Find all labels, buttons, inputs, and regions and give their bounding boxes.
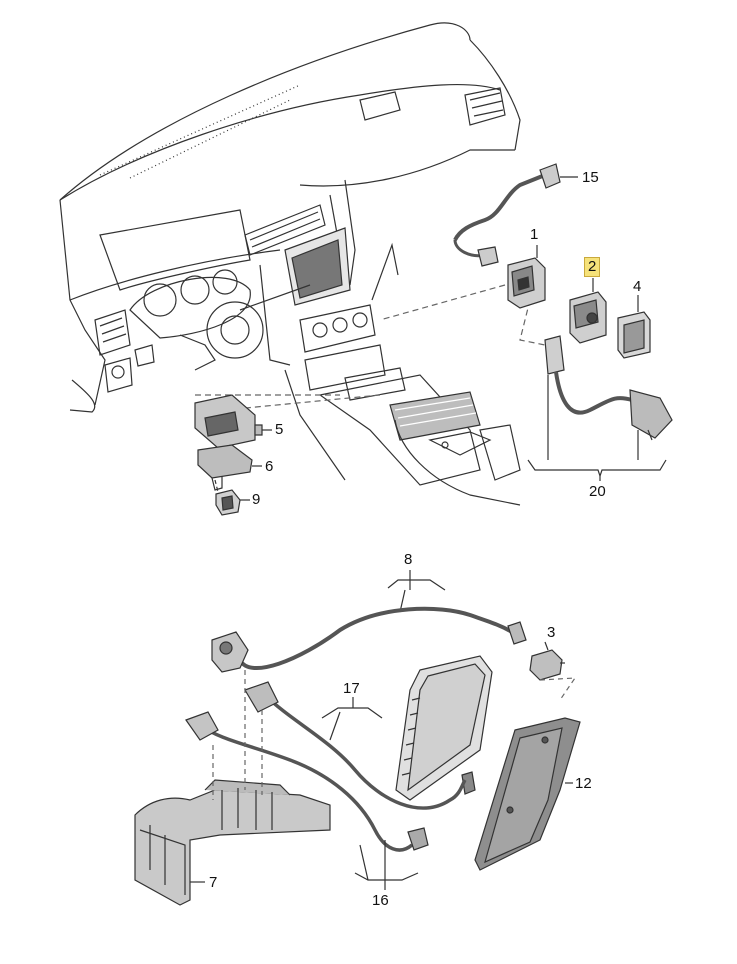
dashboard-illustration bbox=[59, 22, 521, 506]
bracket-16 bbox=[354, 840, 419, 890]
part-20-cable-assembly bbox=[527, 335, 673, 481]
part-5-control-unit bbox=[194, 394, 272, 449]
callout-6: 6 bbox=[265, 458, 274, 475]
part-9-clip bbox=[214, 479, 250, 516]
bracket-17 bbox=[321, 697, 383, 719]
part-6-bracket bbox=[197, 444, 262, 491]
part-3-connector bbox=[529, 641, 565, 681]
callout-5: 5 bbox=[275, 421, 284, 438]
callout-17: 17 bbox=[343, 680, 360, 697]
callout-1: 1 bbox=[530, 226, 539, 243]
callout-9: 9 bbox=[252, 491, 261, 508]
callout-16: 16 bbox=[372, 892, 389, 909]
leader-17 bbox=[329, 711, 341, 741]
callout-20: 20 bbox=[589, 483, 606, 500]
lower-leader-lines bbox=[212, 670, 263, 800]
callout-7: 7 bbox=[209, 874, 218, 891]
leader-3-12 bbox=[539, 677, 577, 701]
callout-4: 4 bbox=[633, 278, 642, 295]
bracket-8 bbox=[387, 570, 446, 591]
part-17-cable bbox=[244, 681, 467, 810]
part-16-cable bbox=[185, 711, 429, 852]
part-1-usb-socket bbox=[507, 245, 546, 309]
callout-15: 15 bbox=[582, 169, 599, 186]
part-7-holder bbox=[134, 779, 331, 906]
part-12-plate bbox=[474, 717, 581, 871]
part-15-antenna-cable bbox=[453, 163, 578, 267]
callout-2: 2 bbox=[584, 257, 601, 277]
callout-8: 8 bbox=[404, 551, 413, 568]
part-2-socket bbox=[569, 278, 607, 344]
center-module bbox=[395, 655, 493, 801]
callout-12: 12 bbox=[575, 775, 592, 792]
upper-leader-lines bbox=[195, 284, 546, 411]
part-8-cable bbox=[211, 606, 527, 673]
callout-3: 3 bbox=[547, 624, 556, 641]
part-4-cover bbox=[617, 295, 651, 359]
